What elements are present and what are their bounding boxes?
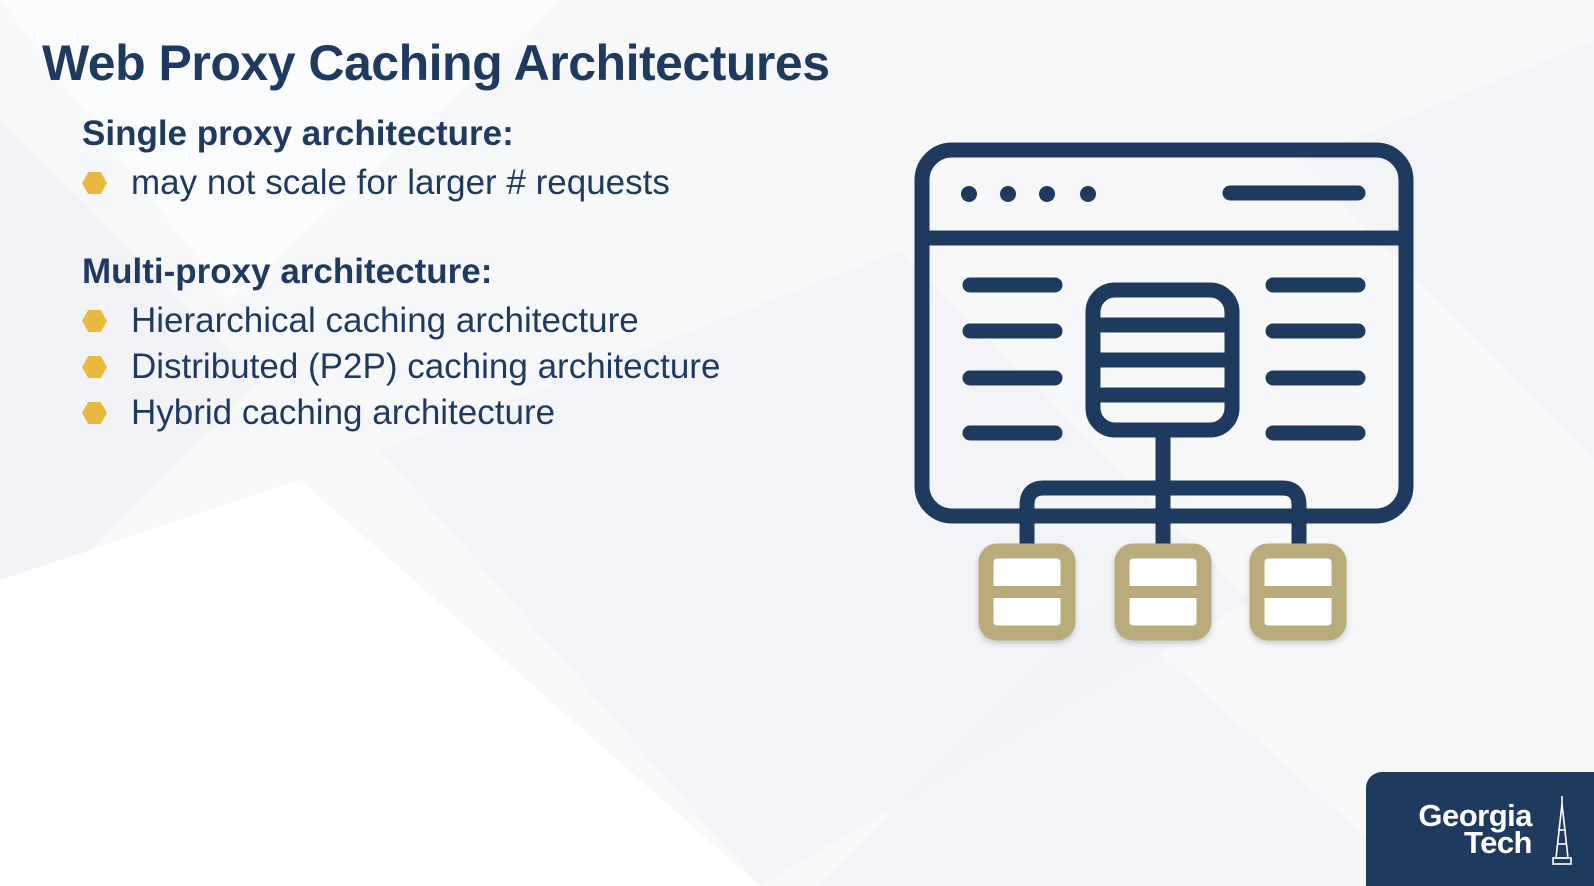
browser-window-icon: [914, 142, 1414, 524]
cache-node-icon: [1114, 543, 1212, 641]
bullet-text: may not scale for larger # requests: [131, 163, 670, 202]
multi-proxy-section: Multi-proxy architecture: Hierarchical c…: [82, 252, 720, 436]
web-proxy-cache-network-icon: [914, 142, 1414, 641]
bullet-list: Hierarchical caching architecture Distri…: [82, 298, 720, 436]
slide-title: Web Proxy Caching Architectures: [42, 35, 830, 91]
logo-line-georgia: Georgia: [1418, 798, 1532, 833]
hexagon-bullet-icon: [82, 310, 107, 332]
bullet-text: Hierarchical caching architecture: [131, 301, 639, 340]
cache-node-icon: [978, 543, 1076, 641]
database-icon: [1085, 282, 1240, 438]
bullet-text: Distributed (P2P) caching architecture: [131, 347, 721, 386]
section-heading: Single proxy architecture:: [82, 114, 514, 153]
bullet-text: Hybrid caching architecture: [131, 393, 556, 432]
list-item: Distributed (P2P) caching architecture: [82, 344, 720, 390]
georgia-tech-logo: Georgia Tech: [1366, 772, 1594, 886]
window-dots-icon: [961, 186, 1096, 202]
hexagon-bullet-icon: [82, 172, 107, 194]
section-heading: Multi-proxy architecture:: [82, 252, 493, 291]
connector-lines-icon: [1019, 430, 1307, 550]
logo-line-tech: Tech: [1463, 825, 1533, 860]
hexagon-bullet-icon: [82, 402, 107, 424]
list-item: Hybrid caching architecture: [82, 390, 720, 436]
cache-node-icon: [1249, 543, 1347, 641]
tech-tower-icon: [1552, 796, 1572, 865]
bullet-list: may not scale for larger # requests: [82, 160, 670, 206]
list-item: Hierarchical caching architecture: [82, 298, 720, 344]
single-proxy-section: Single proxy architecture: may not scale…: [82, 114, 670, 206]
hexagon-bullet-icon: [82, 356, 107, 378]
list-item: may not scale for larger # requests: [82, 160, 670, 206]
logo-wordmark: Georgia Tech: [1418, 798, 1533, 860]
